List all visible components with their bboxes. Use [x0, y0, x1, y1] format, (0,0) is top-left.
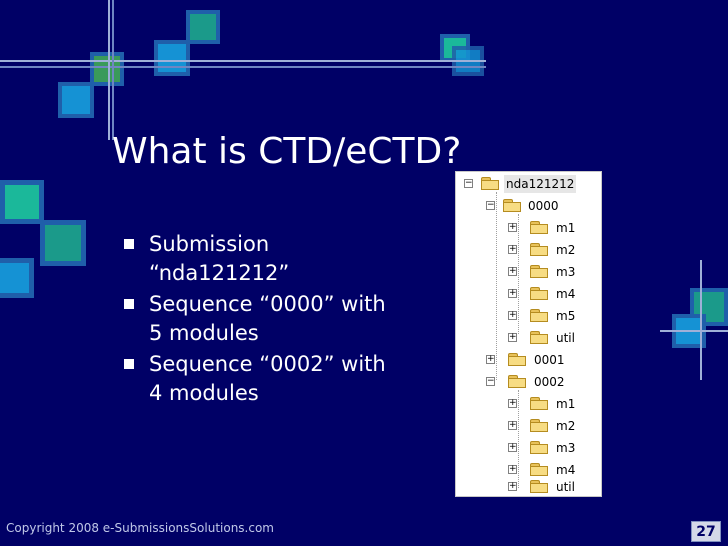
tree-node-seq-0000[interactable]: − 0000 — [486, 197, 602, 215]
tree-node-label: m3 — [556, 265, 576, 279]
decor-line — [108, 0, 110, 140]
tree-connector — [496, 192, 497, 380]
tree-node-label: m2 — [556, 419, 576, 433]
folder-icon — [481, 177, 499, 190]
tree-node-module[interactable]: + util — [508, 478, 598, 496]
tree-node-seq-0002[interactable]: − 0002 — [486, 373, 602, 391]
bullet-text: Sequence “0000” with 5 modules — [149, 292, 386, 345]
decor-line — [0, 60, 486, 62]
tree-node-label: m4 — [556, 287, 576, 301]
tree-connector — [518, 390, 519, 488]
expand-icon[interactable]: + — [508, 288, 517, 298]
folder-icon — [530, 463, 548, 476]
folder-icon — [530, 287, 548, 300]
decor-line — [112, 0, 114, 140]
tree-node-label: m1 — [556, 221, 576, 235]
bullet-square-icon — [124, 359, 134, 369]
collapse-icon[interactable]: − — [486, 200, 495, 210]
page-title: What is CTD/eCTD? — [112, 131, 462, 172]
tree-node-seq-0001[interactable]: + 0001 — [486, 351, 602, 369]
tree-node-module[interactable]: + m5 — [508, 307, 598, 325]
tree-node-module[interactable]: + m1 — [508, 219, 598, 237]
tree-node-module[interactable]: + m3 — [508, 439, 598, 457]
folder-icon — [530, 331, 548, 344]
expand-icon[interactable]: + — [508, 398, 517, 408]
decor-square — [0, 180, 44, 224]
folder-icon — [530, 309, 548, 322]
folder-icon — [503, 199, 521, 212]
expand-icon[interactable]: + — [508, 464, 517, 474]
expand-icon[interactable]: + — [508, 266, 517, 276]
expand-icon[interactable]: + — [508, 442, 517, 452]
tree-node-label: m2 — [556, 243, 576, 257]
decor-square — [690, 288, 728, 326]
expand-icon[interactable]: + — [508, 244, 517, 254]
tree-node-label: nda121212 — [504, 175, 577, 193]
tree-node-label: m5 — [556, 309, 576, 323]
folder-icon — [508, 375, 526, 388]
bullet-text: Submission “nda121212” — [149, 232, 290, 285]
decor-square — [0, 258, 34, 298]
footer-copyright: Copyright 2008 e-SubmissionsSolutions.co… — [6, 521, 274, 535]
collapse-icon[interactable]: − — [486, 376, 495, 386]
list-item: Sequence “0002” with 4 modules — [124, 350, 394, 408]
folder-icon — [530, 265, 548, 278]
tree-node-module[interactable]: + util — [508, 329, 598, 347]
expand-icon[interactable]: + — [508, 222, 517, 232]
decor-square — [40, 220, 86, 266]
tree-node-label: 0001 — [534, 353, 565, 367]
decor-line — [700, 260, 702, 380]
bullet-square-icon — [124, 299, 134, 309]
tree-node-module[interactable]: + m2 — [508, 241, 598, 259]
bullet-square-icon — [124, 239, 134, 249]
folder-icon — [530, 441, 548, 454]
decor-square — [154, 40, 190, 76]
list-item: Sequence “0000” with 5 modules — [124, 290, 394, 348]
decor-square — [90, 52, 124, 86]
bullet-list: Submission “nda121212” Sequence “0000” w… — [124, 230, 394, 410]
tree-node-label: m1 — [556, 397, 576, 411]
tree-node-label: 0002 — [534, 375, 565, 389]
decor-line — [0, 66, 486, 68]
tree-node-label: m4 — [556, 463, 576, 477]
expand-icon[interactable]: + — [508, 310, 517, 320]
folder-icon — [530, 243, 548, 256]
folder-icon — [530, 419, 548, 432]
folder-tree: − nda121212 − 0000 + m1 + m2 + m3 + — [455, 171, 602, 497]
tree-node-module[interactable]: + m3 — [508, 263, 598, 281]
folder-icon — [530, 221, 548, 234]
expand-icon[interactable]: + — [508, 332, 517, 342]
tree-connector — [518, 214, 519, 334]
page-number: 27 — [691, 521, 721, 542]
collapse-icon[interactable]: − — [464, 178, 473, 188]
decor-square — [186, 10, 220, 44]
tree-node-label: util — [556, 480, 575, 494]
tree-node-module[interactable]: + m1 — [508, 395, 598, 413]
expand-icon[interactable]: + — [508, 420, 517, 430]
tree-node-module[interactable]: + m4 — [508, 461, 598, 479]
tree-node-module[interactable]: + m2 — [508, 417, 598, 435]
folder-icon — [508, 353, 526, 366]
decor-line — [660, 330, 728, 332]
expand-icon[interactable]: + — [508, 481, 517, 491]
decor-square — [58, 82, 94, 118]
bullet-text: Sequence “0002” with 4 modules — [149, 352, 386, 405]
list-item: Submission “nda121212” — [124, 230, 394, 288]
expand-icon[interactable]: + — [486, 354, 495, 364]
tree-node-label: util — [556, 331, 575, 345]
tree-node-root[interactable]: − nda121212 — [464, 175, 602, 193]
tree-node-module[interactable]: + m4 — [508, 285, 598, 303]
tree-node-label: m3 — [556, 441, 576, 455]
tree-node-label: 0000 — [528, 199, 559, 213]
folder-icon — [530, 397, 548, 410]
folder-icon — [530, 480, 548, 493]
